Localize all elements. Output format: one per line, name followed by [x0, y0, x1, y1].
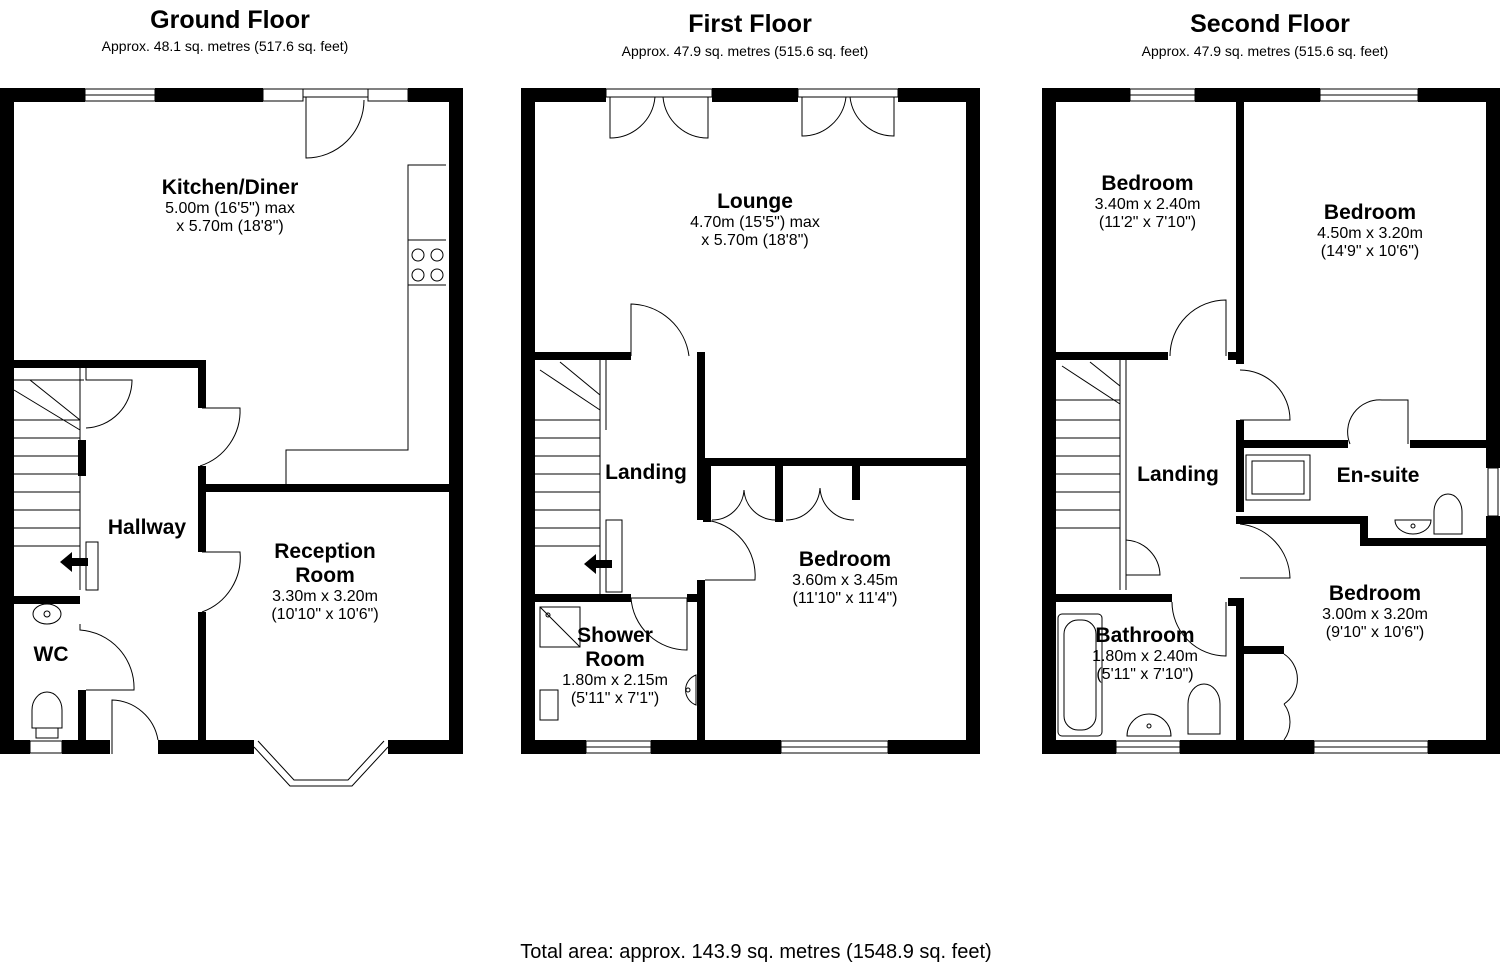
room-dimension: 1.80m x 2.15m — [562, 672, 668, 689]
room-dimension: (10'10" x 10'6") — [271, 606, 379, 623]
room-dimension: 4.50m x 3.20m — [1317, 225, 1423, 242]
room-name: Room — [585, 648, 645, 671]
second-floor-area: Approx. 47.9 sq. metres (515.6 sq. feet) — [1141, 43, 1389, 59]
room-dimension: 3.30m x 3.20m — [272, 588, 378, 605]
room-name: Bedroom — [798, 548, 892, 571]
room-dimension: (5'11" x 7'1") — [570, 690, 660, 707]
room-label-bedroom-rear: Bedroom 3.00m x 3.20m (9'10" x 10'6") — [1270, 582, 1480, 642]
room-dimension: 5.00m (16'5") max — [165, 200, 295, 217]
room-label-lounge: Lounge 4.70m (15'5") max x 5.70m (18'8") — [625, 190, 885, 250]
room-label-en-suite: En-suite — [1336, 464, 1420, 487]
room-label-bedroom-front-left: Bedroom 3.40m x 2.40m (11'2" x 7'10") — [1060, 172, 1235, 232]
first-floor-plan — [521, 88, 980, 754]
room-dimension: 3.40m x 2.40m — [1094, 196, 1201, 213]
room-dimension: 3.00m x 3.20m — [1322, 606, 1428, 623]
room-name: Kitchen/Diner — [161, 176, 299, 199]
room-label-bathroom: Bathroom 1.80m x 2.40m (5'11" x 7'10") — [1060, 624, 1230, 684]
room-dimension: 4.70m (15'5") max — [690, 214, 820, 231]
room-name: Bathroom — [1095, 624, 1195, 647]
second-floor-title: Second Floor — [1190, 10, 1350, 38]
room-label-landing: Landing — [1137, 463, 1219, 486]
room-label-reception-room: Reception Room 3.30m x 3.20m (10'10" x 1… — [220, 540, 430, 624]
room-dimension: (11'2" x 7'10") — [1098, 214, 1197, 231]
ground-floor-title: Ground Floor — [150, 6, 310, 34]
room-dimension: x 5.70m (18'8") — [176, 218, 284, 235]
room-dimension: 1.80m x 2.40m — [1092, 648, 1198, 665]
room-dimension: (14'9" x 10'6") — [1320, 243, 1420, 260]
room-dimension: (5'11" x 7'10") — [1096, 666, 1194, 683]
room-dimension: 3.60m x 3.45m — [792, 572, 898, 589]
total-area: Total area: approx. 143.9 sq. metres (15… — [520, 941, 992, 963]
room-dimension: (9'10" x 10'6") — [1325, 624, 1425, 641]
room-dimension: x 5.70m (18'8") — [701, 232, 809, 249]
room-label-hallway: Hallway — [107, 516, 187, 539]
room-name: Shower — [577, 624, 653, 647]
room-name: Bedroom — [1323, 201, 1417, 224]
room-label-bedroom-front-right: Bedroom 4.50m x 3.20m (14'9" x 10'6") — [1270, 201, 1470, 261]
room-name: Room — [295, 564, 355, 587]
first-floor-area: Approx. 47.9 sq. metres (515.6 sq. feet) — [621, 43, 869, 59]
room-label-bedroom: Bedroom 3.60m x 3.45m (11'10" x 11'4") — [740, 548, 950, 608]
room-dimension: (11'10" x 11'4") — [792, 590, 898, 607]
room-name: Bedroom — [1101, 172, 1194, 195]
second-floor-plan — [1042, 88, 1500, 754]
room-name: Lounge — [717, 190, 793, 213]
room-label-landing: Landing — [605, 461, 687, 484]
room-name: Reception — [274, 540, 376, 563]
room-label-wc: WC — [33, 643, 69, 666]
room-label-kitchen-diner: Kitchen/Diner 5.00m (16'5") max x 5.70m … — [100, 176, 360, 236]
ground-floor-plan — [0, 88, 463, 787]
room-name: Bedroom — [1328, 582, 1422, 605]
ground-floor-area: Approx. 48.1 sq. metres (517.6 sq. feet) — [101, 38, 349, 54]
first-floor-title: First Floor — [688, 10, 812, 38]
room-label-shower-room: Shower Room 1.80m x 2.15m (5'11" x 7'1") — [540, 624, 690, 708]
